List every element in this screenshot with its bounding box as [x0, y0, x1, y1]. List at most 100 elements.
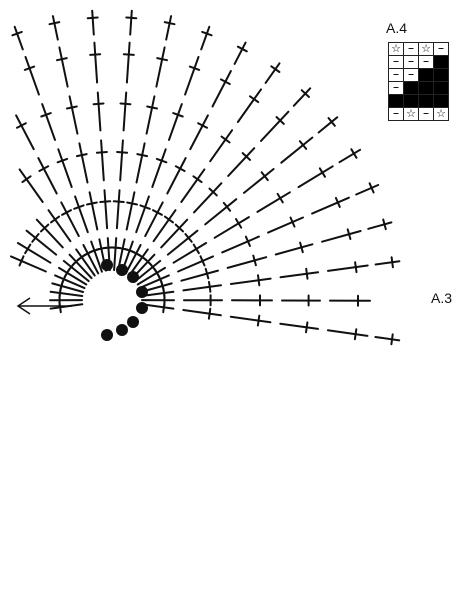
- stitch-stem: [129, 9, 133, 36]
- stitch-stem: [165, 15, 173, 41]
- stitch-stem: [74, 195, 89, 234]
- grid-cell-dash: [418, 55, 434, 69]
- stitch-stem: [88, 191, 99, 231]
- stitch-stem: [172, 242, 208, 264]
- stitch-crossbar: [146, 105, 158, 110]
- stitch-stem: [374, 336, 401, 342]
- stitch-stem: [267, 216, 304, 234]
- stitch-stem: [297, 165, 334, 189]
- grid-cell-dash: [433, 42, 449, 56]
- stitch-crossbar: [299, 241, 304, 254]
- stitch-crossbar: [235, 218, 243, 229]
- stitch-stem: [122, 91, 128, 132]
- stitch-crossbar: [89, 53, 102, 56]
- stitch-crossbar: [368, 182, 375, 194]
- grid-cell-filled: [418, 94, 434, 108]
- stitch-stem: [292, 87, 312, 107]
- stitch-crossbar: [327, 117, 336, 127]
- stitch-stem: [138, 274, 170, 290]
- stitch-crossbar: [174, 165, 186, 172]
- stitch-stem: [13, 25, 24, 51]
- grid-cell-filled: [418, 68, 434, 82]
- stitch-stem: [58, 46, 69, 88]
- stitch-crossbar: [31, 233, 40, 243]
- grid-row: [388, 68, 449, 82]
- stitch-stem: [213, 216, 250, 239]
- stitch-crossbar: [139, 204, 151, 210]
- start-dot: [101, 329, 113, 341]
- stitch-crossbar: [126, 201, 138, 206]
- stitch-stem: [15, 114, 35, 151]
- stitch-crossbar: [298, 140, 308, 150]
- stitch-stem: [355, 184, 380, 196]
- stitch-stem: [82, 244, 100, 275]
- stitch-crossbar: [11, 30, 23, 37]
- stitch-crossbar: [260, 171, 269, 182]
- stitch-stem: [184, 55, 200, 96]
- grid-row: ☆☆: [388, 107, 449, 121]
- grid-row: [388, 55, 449, 69]
- stitch-crossbar: [162, 301, 166, 314]
- stitch-crossbar: [184, 233, 193, 243]
- stitch-crossbar: [56, 157, 69, 164]
- stitch-stem: [233, 41, 247, 65]
- stitch-stem: [124, 244, 142, 275]
- stitch-crossbar: [208, 187, 218, 197]
- chart-a4-grid: ☆☆☆☆: [388, 42, 449, 121]
- stitch-crossbar: [222, 201, 232, 212]
- stitch-stem: [47, 209, 72, 243]
- stitch-stem: [135, 142, 146, 184]
- stitch-stem: [75, 248, 96, 277]
- grid-cell-dash: [388, 68, 404, 82]
- grid-cell-filled: [433, 94, 449, 108]
- stitch-stem: [182, 309, 222, 317]
- stitch-stem: [62, 259, 90, 283]
- start-dot: [127, 316, 139, 328]
- stitch-crossbar: [390, 333, 394, 346]
- stitch-crossbar: [300, 89, 310, 98]
- left-arrow-icon: [16, 297, 72, 315]
- stitch-stem: [54, 274, 86, 290]
- stitch-stem: [78, 142, 89, 184]
- stitch-stem: [177, 255, 214, 273]
- stitch-crossbar: [219, 78, 231, 85]
- start-dot: [116, 264, 128, 276]
- stitch-stem: [227, 147, 256, 177]
- stitch-stem: [243, 168, 275, 194]
- stitch-stem: [311, 196, 350, 215]
- grid-row: [388, 81, 449, 95]
- stitch-stem: [204, 198, 238, 226]
- stitch-stem: [68, 95, 79, 135]
- stitch-crossbar: [136, 153, 149, 158]
- stitch-stem: [103, 189, 109, 230]
- stitch-stem: [274, 243, 314, 256]
- stitch-stem: [51, 282, 85, 293]
- stitch-crossbar: [204, 267, 210, 280]
- stitch-crossbar: [66, 105, 78, 110]
- grid-cell-filled: [433, 55, 449, 69]
- grid-cell-filled: [433, 81, 449, 95]
- stitch-stem: [18, 168, 44, 203]
- stitch-crossbar: [163, 215, 174, 224]
- stitch-crossbar: [119, 102, 132, 106]
- stitch-stem: [35, 218, 64, 249]
- stitch-stem: [68, 253, 93, 280]
- start-dot: [101, 259, 113, 271]
- start-dot: [136, 286, 148, 298]
- stitch-crossbar: [353, 328, 358, 341]
- stitch-stem: [279, 322, 319, 330]
- stitch-stem: [134, 259, 162, 283]
- stitch-stem: [180, 168, 206, 203]
- stitch-stem: [260, 110, 290, 142]
- stitch-crossbar: [50, 215, 61, 224]
- stitch-stem: [321, 230, 362, 243]
- stitch-stem: [221, 235, 260, 254]
- stitch-stem: [100, 139, 105, 182]
- stitch-crossbar: [18, 255, 25, 267]
- stitch-crossbar: [48, 21, 61, 26]
- stitch-crossbar: [38, 165, 50, 172]
- grid-cell-dash: [403, 55, 419, 69]
- stitch-stem: [168, 103, 183, 141]
- stitch-stem: [113, 237, 118, 272]
